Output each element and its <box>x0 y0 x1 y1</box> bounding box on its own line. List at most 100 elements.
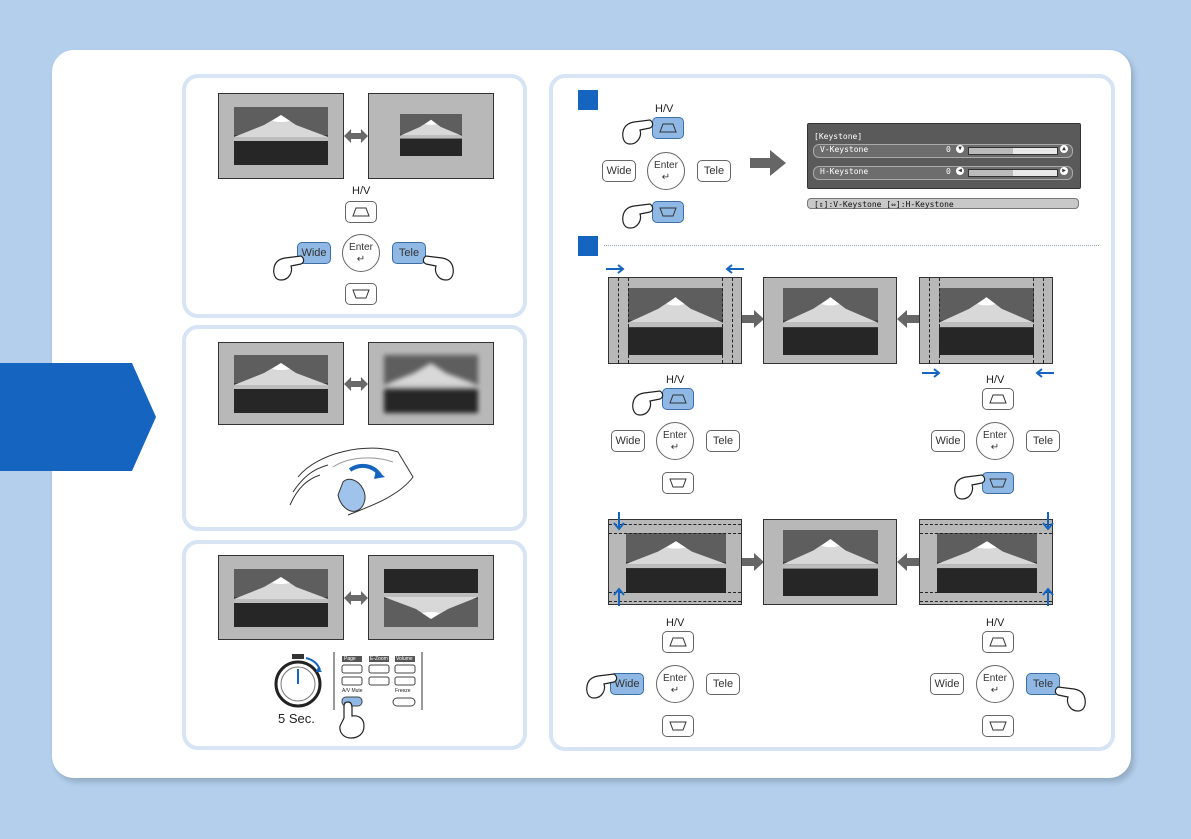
hand-pointer-icon <box>271 252 307 284</box>
enter-icon: ↵ <box>991 685 999 696</box>
arrow-right-icon <box>742 553 764 571</box>
tele-button[interactable]: Tele <box>706 430 740 452</box>
hv-label: H/V <box>986 617 1004 629</box>
hand-pointer-icon <box>1052 683 1088 715</box>
mountain-image <box>783 530 878 596</box>
hand-pointer-icon <box>584 670 620 702</box>
mountain-image <box>384 355 478 413</box>
v-keystone-photo-left <box>608 519 742 605</box>
wide-button[interactable]: Wide <box>931 430 965 452</box>
osd-h-slider[interactable] <box>968 169 1058 177</box>
enter-icon: ↵ <box>671 685 679 696</box>
enter-button[interactable]: Enter↵ <box>656 422 694 460</box>
keystone-up-icon <box>658 122 678 134</box>
enter-icon: ↵ <box>991 442 999 453</box>
osd-hint-bar: [⇕]:V-Keystone [⇔]:H-Keystone <box>807 198 1079 209</box>
h-keystone-photo-center <box>763 277 897 364</box>
keystone-up-button[interactable] <box>662 388 694 410</box>
mute-photo-normal <box>218 555 344 640</box>
mountain-image <box>628 288 723 355</box>
wide-button[interactable]: Wide <box>611 430 645 452</box>
keystone-up-icon <box>668 636 688 648</box>
double-arrow-icon <box>344 129 368 143</box>
remote-volume-label: Volume <box>396 656 413 662</box>
osd-v-label: V-Keystone <box>820 145 868 154</box>
blue-arrow-icon <box>613 512 625 534</box>
keystone-down-button[interactable] <box>662 715 694 737</box>
keystone-down-button[interactable] <box>982 715 1014 737</box>
mountain-image <box>234 569 328 627</box>
keystone-up-icon <box>988 393 1008 405</box>
keystone-down-icon <box>988 720 1008 732</box>
keystone-down-button[interactable] <box>662 472 694 494</box>
osd-v-value: 0 <box>946 145 951 154</box>
remote-ezoom-label: E-Zoom <box>370 656 388 662</box>
blue-arrow-icon <box>606 264 628 274</box>
enter-icon: ↵ <box>671 442 679 453</box>
keystone-down-button[interactable] <box>652 201 684 223</box>
wide-button[interactable]: Wide <box>930 673 964 695</box>
keystone-up-button[interactable] <box>345 201 377 223</box>
wide-button[interactable]: Wide <box>602 160 636 182</box>
osd-v-slider[interactable] <box>968 147 1058 155</box>
mute-photo-inverted <box>368 555 494 640</box>
keystone-up-button[interactable] <box>652 117 684 139</box>
osd-h-value: 0 <box>946 167 951 176</box>
enter-button[interactable]: Enter↵ <box>342 234 380 272</box>
mountain-image <box>939 288 1034 355</box>
keystone-up-button[interactable] <box>982 388 1014 410</box>
hand-pointer-icon <box>420 252 456 284</box>
step-1-marker <box>578 90 598 110</box>
enter-label: Enter <box>349 242 373 253</box>
enter-button[interactable]: Enter↵ <box>976 665 1014 703</box>
enter-button[interactable]: Enter↵ <box>647 152 685 190</box>
focus-ring-icon[interactable] <box>288 437 418 522</box>
arrow-left-icon <box>897 553 919 571</box>
hv-label: H/V <box>986 374 1004 386</box>
osd-h-minus-icon[interactable]: ◀ <box>956 167 964 175</box>
osd-v-plus-icon[interactable]: ▲ <box>1060 145 1068 153</box>
v-keystone-photo-right <box>919 519 1053 605</box>
enter-label: Enter <box>983 430 1007 441</box>
osd-v-minus-icon[interactable]: ▼ <box>956 145 964 153</box>
enter-label: Enter <box>663 430 687 441</box>
keystone-up-button[interactable] <box>982 631 1014 653</box>
tele-button[interactable]: Tele <box>697 160 731 182</box>
zoom-photo-tele <box>368 93 494 179</box>
keystone-down-icon <box>668 477 688 489</box>
mountain-image <box>626 533 726 593</box>
hv-label: H/V <box>666 374 684 386</box>
enter-button[interactable]: Enter↵ <box>976 422 1014 460</box>
mountain-image <box>234 107 328 165</box>
hand-pointer-icon <box>952 471 988 503</box>
mountain-image <box>937 533 1037 593</box>
osd-h-slider-fill <box>969 170 1013 176</box>
keystone-up-button[interactable] <box>662 631 694 653</box>
mountain-image <box>384 569 478 627</box>
osd-hint-h: ]:H-Keystone <box>896 200 954 209</box>
tele-button[interactable]: Tele <box>706 673 740 695</box>
hand-pointer-icon <box>336 700 366 740</box>
mountain-image <box>400 114 462 156</box>
osd-hint-v: ]:V-Keystone [ <box>824 200 891 209</box>
keystone-up-icon <box>668 393 688 405</box>
enter-label: Enter <box>983 673 1007 684</box>
tele-button[interactable]: Tele <box>1026 430 1060 452</box>
section-tab <box>0 363 156 471</box>
osd-h-plus-icon[interactable]: ▶ <box>1060 167 1068 175</box>
keystone-down-icon <box>668 720 688 732</box>
keystone-down-button[interactable] <box>345 283 377 305</box>
hand-pointer-icon <box>620 200 656 232</box>
double-arrow-icon <box>344 591 368 605</box>
enter-button[interactable]: Enter↵ <box>656 665 694 703</box>
hv-label: H/V <box>655 103 673 115</box>
mountain-image <box>234 355 328 413</box>
step-divider <box>604 245 1099 246</box>
mountain-image <box>783 288 878 355</box>
zoom-photo-wide <box>218 93 344 179</box>
stopwatch-icon <box>270 652 326 710</box>
keystone-down-icon <box>658 206 678 218</box>
osd-title: [Keystone] <box>814 132 862 141</box>
hv-label: H/V <box>666 617 684 629</box>
enter-label: Enter <box>663 673 687 684</box>
